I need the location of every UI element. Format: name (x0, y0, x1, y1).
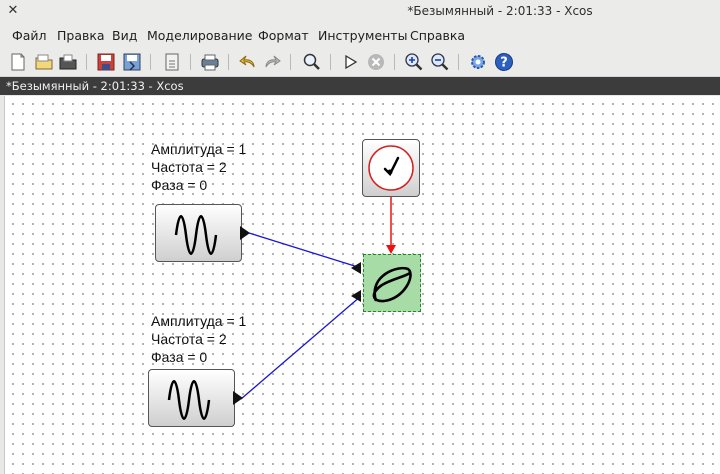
sine2-phase: Фаза = 0 (151, 349, 208, 365)
sine1-amplitude: Амплитуда = 1 (151, 141, 247, 157)
open-icon[interactable] (34, 52, 54, 72)
menu-simulation[interactable]: Моделирование (147, 28, 253, 43)
fit-zoom-icon[interactable] (302, 52, 322, 72)
menu-bar: Файл Правка Вид Моделирование Формат Инс… (0, 24, 720, 48)
window-titlebar: ✕ *Безымянный - 2:01:33 - Xcos (0, 0, 720, 24)
sine1-phase: Фаза = 0 (151, 177, 208, 193)
sine-generator-block-2[interactable] (148, 369, 235, 427)
data-link-sine1-to-scope[interactable] (248, 232, 362, 269)
toolbar-separator (458, 54, 459, 70)
toolbar-separator (228, 54, 229, 70)
sine1-output-port[interactable] (240, 226, 252, 240)
save-as-icon[interactable] (122, 52, 142, 72)
sine-generator-block-1[interactable] (155, 204, 242, 262)
document-tab-title: *Безымянный - 2:01:33 - Xcos (6, 79, 184, 93)
menu-help[interactable]: Справка (410, 28, 466, 43)
toolbar-separator (330, 54, 331, 70)
save-icon[interactable] (96, 52, 116, 72)
toolbar-separator (394, 54, 395, 70)
sine2-frequency: Частота = 2 (151, 331, 227, 347)
stop-icon[interactable] (366, 52, 386, 72)
lissajous-icon (372, 266, 412, 303)
menu-tools[interactable]: Инструменты (318, 28, 408, 43)
sine1-frequency: Частота = 2 (151, 159, 227, 175)
menu-format[interactable]: Формат (258, 28, 309, 43)
document-tab[interactable]: *Безымянный - 2:01:33 - Xcos (0, 77, 720, 95)
menu-edit[interactable]: Правка (57, 28, 105, 43)
toolbar: ? (0, 48, 720, 77)
sine2-parameters: Амплитуда = 1 Частота = 2 Фаза = 0 (151, 312, 246, 366)
settings-icon[interactable] (468, 52, 488, 72)
links-layer (240, 195, 396, 400)
toolbar-separator (86, 54, 87, 70)
sine2-output-port[interactable] (233, 391, 245, 405)
scope-input-port-1[interactable] (351, 262, 361, 274)
sine2-amplitude: Амплитуда = 1 (151, 313, 247, 329)
svg-text:?: ? (500, 56, 508, 71)
window-title: *Безымянный - 2:01:33 - Xcos (407, 4, 593, 18)
data-link-sine2-to-scope[interactable] (240, 295, 362, 400)
sine-wave-icon (167, 380, 211, 420)
toolbar-separator (150, 54, 151, 70)
menu-view[interactable]: Вид (112, 28, 138, 43)
menu-file[interactable]: Файл (12, 28, 47, 43)
diagram-canvas[interactable]: Амплитуда = 1 Частота = 2 Фаза = 0 Ампли… (4, 96, 720, 474)
zoom-out-icon[interactable] (430, 52, 450, 72)
undo-icon[interactable] (238, 52, 258, 72)
new-diagram-icon[interactable] (8, 52, 28, 72)
sine1-parameters: Амплитуда = 1 Частота = 2 Фаза = 0 (151, 140, 246, 194)
toolbar-separator (290, 54, 291, 70)
sine-wave-icon (174, 215, 218, 255)
close-icon[interactable]: ✕ (7, 3, 19, 18)
scope-input-port-2[interactable] (351, 290, 361, 302)
toolbar-separator (190, 54, 191, 70)
clock-icon (368, 145, 414, 191)
export-icon[interactable] (162, 52, 182, 72)
xy-scope-block[interactable] (363, 254, 421, 312)
zoom-in-icon[interactable] (404, 52, 424, 72)
redo-icon[interactable] (262, 52, 282, 72)
help-icon[interactable]: ? (494, 52, 514, 72)
clock-block[interactable] (362, 139, 420, 197)
print-icon[interactable] (200, 52, 220, 72)
start-icon[interactable] (340, 52, 360, 72)
open-file-icon[interactable] (58, 52, 78, 72)
event-link-arrowhead (386, 245, 396, 254)
